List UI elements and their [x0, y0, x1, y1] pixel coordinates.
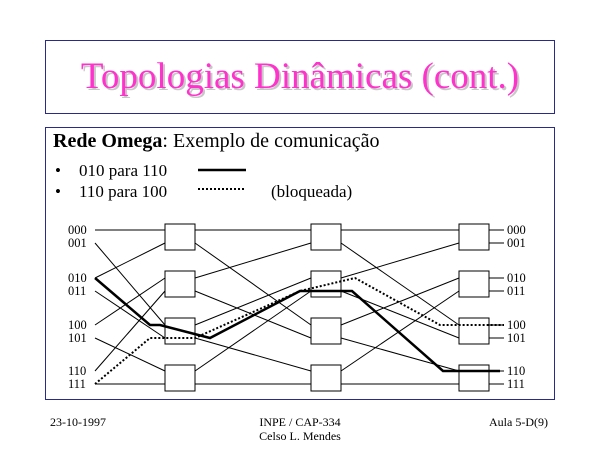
blocked-label: (bloqueada) [271, 182, 353, 201]
port-right: 100 [507, 318, 526, 332]
port-left: 001 [68, 236, 87, 250]
slide-title: Topologias Dinâmicas (cont.) [80, 56, 520, 97]
heading-bold: Rede Omega [53, 130, 163, 152]
content-box [45, 127, 555, 400]
switch-box [458, 364, 490, 392]
path-010-to-110 [94, 277, 500, 373]
port-right: 101 [507, 331, 526, 345]
port-left: 111 [68, 377, 86, 391]
port-left: 011 [68, 284, 87, 298]
switch-box [164, 223, 196, 251]
port-left: 110 [68, 364, 87, 378]
switch-box [164, 270, 196, 298]
switch-box [458, 223, 490, 251]
switch-box [164, 364, 196, 392]
footer-page-number: Aula 5-D(9) [489, 415, 548, 429]
switch-box [310, 270, 342, 298]
title-box: Topologias Dinâmicas (cont.) [45, 40, 555, 114]
port-right: 110 [507, 364, 526, 378]
footer-course-line: INPE / CAP-334 [259, 415, 341, 429]
port-right: 010 [507, 271, 526, 285]
switch-box [310, 317, 342, 345]
switch-boxes [164, 223, 490, 392]
port-left: 100 [68, 318, 87, 332]
bullet-item-1: • 010 para 110 [55, 161, 167, 181]
bullet-dot: • [55, 161, 61, 180]
switch-box [458, 270, 490, 298]
path-110-to-100-blocked [94, 276, 504, 385]
port-right: 111 [507, 377, 525, 391]
bullet-item-2: • 110 para 100 [55, 182, 167, 202]
thin-links [94, 229, 504, 385]
bullet-text: 010 para 110 [79, 161, 168, 180]
heading-rest: : Exemplo de comunicação [162, 130, 380, 152]
bullet-text: 110 para 100 [79, 182, 168, 201]
footer-author-line: Celso L. Mendes [259, 429, 341, 443]
port-left: 000 [68, 223, 87, 237]
port-right: 000 [507, 223, 526, 237]
footer-date: 23-10-1997 [50, 415, 106, 429]
footer-course: INPE / CAP-334 Celso L. Mendes [250, 415, 350, 443]
switch-box [310, 223, 342, 251]
bullet-dot: • [55, 182, 61, 201]
switch-box [310, 364, 342, 392]
port-left: 101 [68, 331, 87, 345]
section-heading: Rede Omega: Exemplo de comunicação [53, 130, 380, 153]
switch-box [458, 317, 490, 345]
port-right: 001 [507, 236, 526, 250]
port-left: 010 [68, 271, 87, 285]
port-right: 011 [507, 284, 526, 298]
